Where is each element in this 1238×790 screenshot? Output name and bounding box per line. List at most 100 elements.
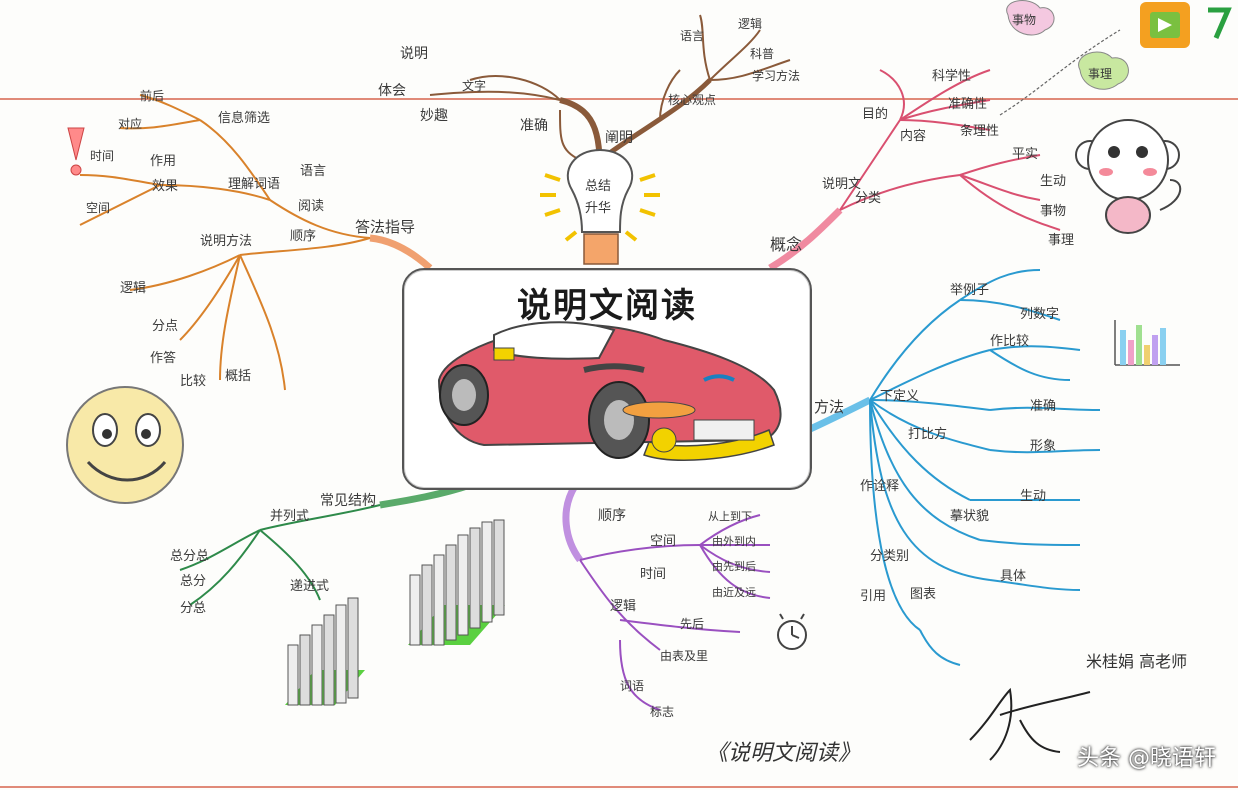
bar-chart-doodle [1114, 320, 1180, 366]
top-label: 文字 [462, 78, 486, 93]
right-bottom-label: 图表 [910, 587, 936, 602]
bottom-label: 空间 [650, 534, 676, 549]
right-top-labels: 概念 说明文 目的 内容 科学性 准确性 条理性 平实 生动 分类 事物 事理 [770, 68, 1074, 254]
right-top-branch [768, 69, 1061, 272]
brand-logo [1138, 0, 1238, 52]
left-branch [79, 94, 433, 391]
bottom-left-label: 总分 [180, 574, 206, 589]
right-bottom-labels: 方法 举例子 列数字 作比较 打比方 分类别 下定义 作诠释 摹状貌 引用 图表… [814, 283, 1059, 604]
light-bulb-icon: 总结 升华 [540, 148, 660, 265]
right-bottom-label: 引用 [860, 589, 886, 604]
left-label: 逻辑 [120, 281, 146, 296]
top-label: 体会 [378, 83, 406, 99]
right-top-label: 内容 [900, 128, 926, 144]
right-bottom-label: 具体 [1000, 569, 1026, 584]
top-label: 说明 [400, 46, 428, 62]
cloud-label: 事理 [1088, 67, 1112, 81]
right-bottom-label: 准确 [1030, 399, 1056, 414]
building-blocks-icon [285, 519, 505, 706]
right-top-label: 科学性 [932, 68, 971, 84]
left-label: 语言 [300, 164, 326, 179]
left-label: 顺序 [290, 229, 316, 244]
bottom-label: 词语 [620, 679, 644, 693]
right-bottom-label: 作诠释 [860, 479, 899, 494]
bottom-label: 标志 [650, 705, 674, 719]
left-label: 作用 [150, 154, 176, 169]
smiley-face-icon [66, 386, 184, 504]
top-branch-labels: 说明 文字 体会 妙趣 准确 阐明 核心观点 语言 逻辑 科普 学习方法 [378, 17, 800, 146]
right-bottom-label: 形象 [1030, 439, 1056, 454]
cloud-label: 事物 [1012, 13, 1036, 27]
left-label: 空间 [86, 201, 110, 215]
bottom-left-label: 并列式 [270, 509, 309, 524]
right-bottom-label: 下定义 [880, 389, 919, 404]
right-top-label: 平实 [1012, 147, 1038, 162]
right-top-label: 事物 [1040, 204, 1066, 219]
bottom-left-label: 递进式 [290, 579, 329, 594]
bottom-branch-labels: 顺序 空间 时间 逻辑 从上到下 由外到内 由先到后 由近及远 由表及里 先后 … [598, 508, 756, 719]
center-node: 说明文阅读 [402, 268, 812, 490]
left-branch-title: 答法指导 [355, 218, 415, 236]
exclamation-icon [67, 127, 85, 176]
center-title: 说明文阅读 [517, 286, 697, 326]
left-label: 前后 [140, 88, 164, 103]
left-branch-labels: 答法指导 信息筛选 理解词语 语言 阅读 说明方法 顺序 作用 效果 前后 对应… [86, 88, 415, 389]
top-label: 学习方法 [752, 68, 800, 83]
right-top-label: 分类 [855, 191, 881, 206]
top-label: 语言 [680, 29, 704, 43]
left-label: 效果 [152, 179, 178, 194]
right-bottom-label: 打比方 [908, 426, 947, 442]
top-label: 核心观点 [668, 93, 716, 107]
top-label: 科普 [750, 47, 774, 61]
left-label: 作答 [150, 350, 176, 366]
monkey-icon [1075, 119, 1182, 234]
bottom-left-label: 分总 [180, 601, 206, 616]
right-top-title: 概念 [770, 235, 802, 254]
bottom-left-labels: 常见结构 总分总 总分 分总 并列式 递进式 [170, 493, 376, 616]
bottom-label: 由先到后 [712, 559, 756, 573]
right-bottom-branch [806, 269, 1101, 666]
bottom-left-title: 常见结构 [320, 493, 376, 509]
top-label: 妙趣 [420, 108, 448, 124]
bottom-label: 时间 [640, 567, 666, 582]
signature [969, 687, 1091, 761]
bottom-label: 由外到内 [712, 534, 756, 548]
right-top-label: 说明文 [822, 177, 861, 192]
bulb-label-bottom: 升华 [585, 201, 611, 216]
left-label: 说明方法 [200, 233, 252, 249]
top-label: 准确 [520, 118, 548, 134]
right-top-label: 准确性 [948, 97, 987, 112]
author-name: 米桂娟 高老师 [1086, 652, 1188, 671]
right-bottom-label: 作比较 [990, 334, 1029, 349]
bottom-left-label: 总分总 [170, 549, 209, 564]
left-label: 时间 [90, 149, 114, 163]
right-bottom-label: 列数字 [1020, 307, 1059, 322]
bottom-divider-line [0, 786, 1238, 788]
left-label: 分点 [152, 319, 178, 334]
left-label: 概括 [225, 369, 251, 384]
sports-car-illustration [437, 321, 782, 461]
clock-icon [777, 613, 807, 650]
right-bottom-title: 方法 [814, 398, 844, 416]
left-label: 理解词语 [228, 177, 280, 192]
left-label: 对应 [118, 116, 142, 131]
bulb-label-top: 总结 [585, 179, 611, 194]
top-divider-line [0, 98, 1238, 100]
bottom-label: 由表及里 [660, 649, 708, 663]
watermark: 头条 @晓语轩 [1077, 746, 1216, 771]
left-label: 信息筛选 [218, 110, 270, 126]
cloud-shapes: 事物 事理 [999, 0, 1129, 116]
top-label: 逻辑 [738, 17, 762, 31]
bottom-title: 顺序 [598, 508, 626, 524]
top-label: 阐明 [605, 130, 633, 146]
right-top-label: 事理 [1048, 233, 1074, 248]
right-bottom-label: 分类别 [870, 549, 909, 564]
bottom-branch [562, 484, 771, 711]
right-bottom-label: 摹状貌 [950, 509, 989, 524]
map-caption: 《说明文阅读》 [706, 741, 861, 766]
right-top-label: 生动 [1040, 174, 1066, 189]
bottom-label: 从上到下 [708, 510, 752, 523]
bottom-label: 先后 [680, 617, 704, 631]
right-top-label: 条理性 [960, 123, 999, 139]
left-label: 比较 [180, 374, 206, 389]
